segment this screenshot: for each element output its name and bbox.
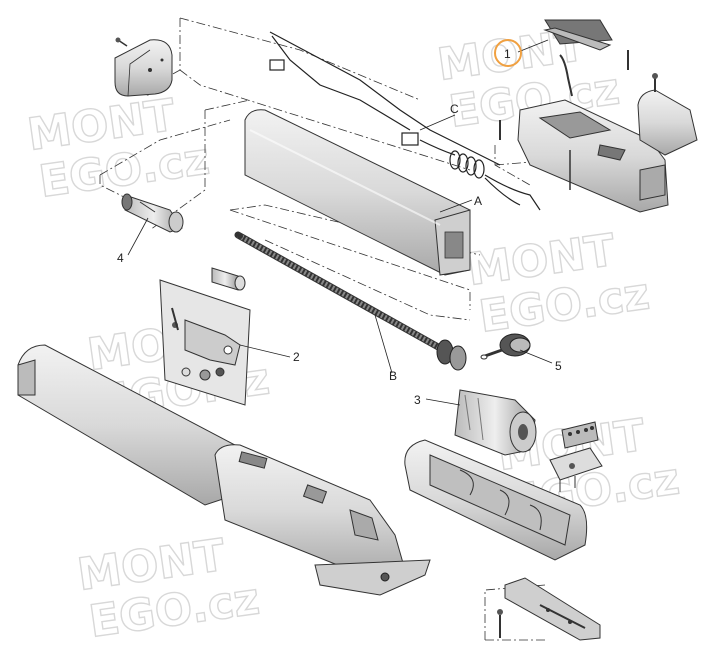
cable-harness-part — [269, 31, 541, 211]
callout-leaders — [127, 39, 553, 406]
highlight-circle — [494, 39, 522, 67]
top-cover-part — [499, 19, 698, 213]
pinion-gear-part — [480, 333, 531, 360]
callout-a: A — [474, 194, 482, 208]
callout-3: 3 — [414, 393, 421, 407]
spacer-part — [211, 267, 246, 291]
motor-part — [454, 389, 537, 456]
callout-labels: 1 2 3 4 5 A B C — [117, 39, 562, 407]
terminal-block-part — [549, 421, 603, 492]
assembled-operator — [17, 344, 431, 596]
callout-b: B — [389, 369, 397, 383]
mounting-bracket-part — [497, 577, 601, 641]
main-tube-part — [244, 109, 471, 276]
lower-housing-part — [404, 439, 588, 561]
callout-4: 4 — [117, 251, 124, 265]
callout-5: 5 — [555, 359, 562, 373]
callout-2: 2 — [293, 350, 300, 364]
callout-c: C — [450, 102, 459, 116]
bracket-plate-part — [159, 279, 251, 406]
end-cap-part — [114, 37, 173, 97]
lead-screw-part — [234, 231, 467, 371]
callout-1: 1 — [504, 47, 511, 61]
bushing-part — [121, 193, 184, 233]
